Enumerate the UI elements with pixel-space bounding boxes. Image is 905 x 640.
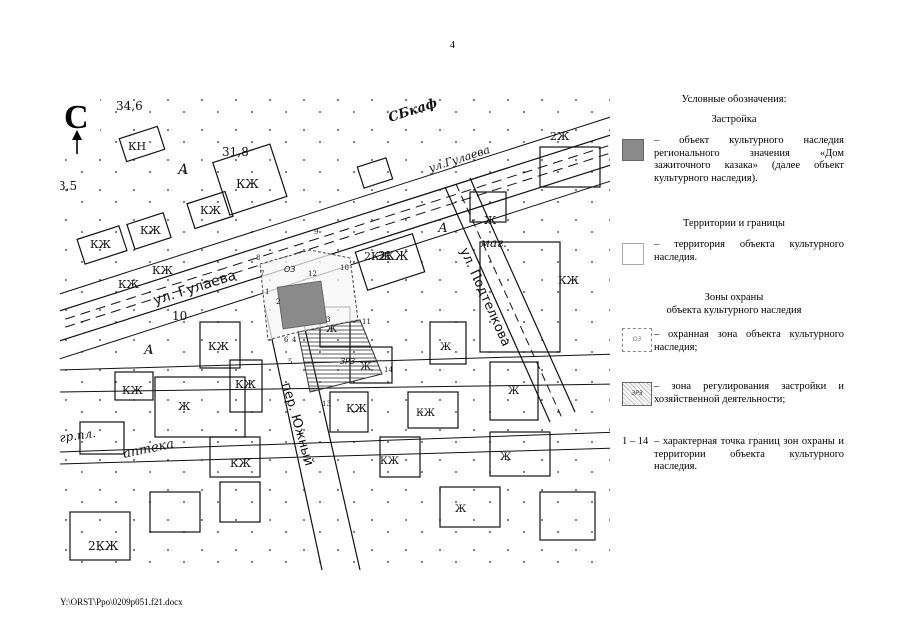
building-label: Ж [455,504,467,515]
building-label: КЖ [235,378,257,391]
building-label: КЖ [558,274,580,287]
characteristic-points: 1 2 3 4 5 6 7 8 9 10 11 12 13 14 [256,228,393,408]
point-label: 5 [288,358,292,366]
file-path: Y:\ORST\Ppo\0209p051.f21.docx [60,597,183,607]
heritage-object [276,280,328,330]
point-label: 12 [308,270,317,278]
building-label: 2КЖ [378,249,409,263]
building-outlines [69,125,601,561]
zrz-map-label: ЗРЗ [340,357,355,366]
regulation-zone: ЗРЗ [297,319,383,393]
street-podtelkova [444,177,576,423]
legend-section-zones-2: объекта культурного наследия [666,305,802,316]
oz-map-label: ОЗ [284,265,295,274]
label-grpl: гр.пл. [60,426,97,445]
page-number: 4 [450,40,455,51]
legend-section-zones-1: Зоны охраны [704,292,764,303]
point-label: 10 [340,264,349,272]
zrz-legend-label: ЗРЗ [631,389,643,397]
building-label: КЖ [140,224,162,237]
point-label: 13 [322,400,331,408]
cadastral-map: КН КЖ КЖ КЖ КЖ КЖ КЖ 2КЖ Ж КЖ КЖ КЖ Ж КЖ… [60,92,610,570]
building-label: КЖ [236,177,259,191]
protection-zone-symbol: ОЗ [622,328,652,352]
legend-title: Условные обозначения: [681,94,787,105]
label-mag: маг. [480,236,507,250]
territory-symbol [622,243,644,265]
building-label: КЖ [416,408,436,419]
legend-section-territories: Территории и границы [683,218,785,229]
elevation-label: 3,5 [60,179,77,193]
point-label: 2 [276,298,280,306]
building-label: 2КЖ [364,250,393,263]
elevation-label: 31,8 [222,145,249,159]
building-label: КЖ [230,457,252,470]
legend-section-building: Застройка [711,114,757,125]
building-label: Ж [178,400,191,413]
building-label: КЖ [200,204,222,217]
elevation-label: 10 [172,309,187,323]
point-label: 3 [326,316,330,324]
elevation-label: 34,6 [116,99,143,113]
street-gulaeva [60,116,610,360]
building-label: КЖ [90,238,112,251]
building-label: КЖ [118,278,140,291]
building-label: Ж [440,342,452,353]
arrow-up-icon [72,130,82,140]
map-svg: КН КЖ КЖ КЖ КЖ КЖ КЖ 2КЖ Ж КЖ КЖ КЖ Ж КЖ… [60,92,610,570]
building-label: КЖ [152,264,174,277]
building-label: Ж [484,214,497,227]
point-label: 6 [284,336,289,344]
building-label: КЖ [380,456,400,467]
building-label: КЖ [346,402,368,415]
legend-characteristic-points: – характерная точка границ зон охраны и … [654,436,844,472]
point-label: 9 [314,228,318,236]
regulation-zone-symbol: ЗРЗ [622,382,652,406]
point-label: 11 [362,318,371,326]
north-arrow: С [60,92,100,154]
legend-regulation-zone: – зона регулирования застройки и хозяйст… [654,381,844,405]
map-letter-a: А [177,162,189,178]
point-label: 14 [384,366,393,374]
point-label: 4 [292,336,297,344]
range-label: 1 – 14 [622,436,649,447]
legend-heritage-object: – объект культурного наследия региональн… [654,135,844,184]
map-letter-a: А [143,343,154,358]
building-label: 2КЖ [88,539,119,553]
map-letter-a: А [437,221,448,236]
building-label: 2Ж [550,130,570,143]
heritage-symbol [622,139,644,161]
building-label: Ж [500,452,512,463]
building-label: Ж [508,386,520,397]
building-label: КН [128,140,146,153]
building-label: КЖ [122,384,144,397]
legend-protection-zone: – охранная зона объекта культурного насл… [654,329,844,353]
oz-legend-label: ОЗ [632,335,642,343]
point-label: 8 [256,254,260,262]
building-label: КЖ [208,340,230,353]
north-label: С [64,99,89,136]
legend-territory: – территория объекта культурного наследи… [654,239,844,263]
point-label: 7 [260,270,264,278]
point-label: 1 [265,288,269,296]
